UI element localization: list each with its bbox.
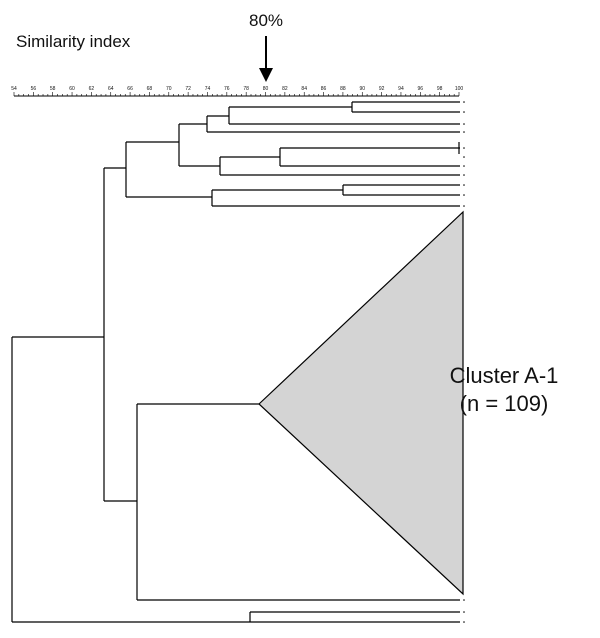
scale-tick-label: 60: [69, 86, 75, 92]
scale-tick-label: 82: [282, 86, 288, 92]
leaf-tip-dot: [463, 131, 465, 133]
scale-tick-label: 70: [166, 86, 172, 92]
scale-tick-label: 62: [89, 86, 95, 92]
cluster-count-label: (n = 109): [460, 391, 549, 416]
scale-tick-label: 58: [50, 86, 56, 92]
scale-tick-label: 94: [398, 86, 404, 92]
dendrogram-tree: [11, 101, 460, 623]
threshold-arrow: [259, 36, 273, 82]
leaf-tip-dot: [463, 101, 465, 103]
scale-tick-label: 74: [205, 86, 211, 92]
cluster-a1-triangle: [258, 210, 464, 596]
leaf-tip-dot: [463, 205, 465, 207]
scale-tick-label: 90: [359, 86, 365, 92]
leaf-tip-dot: [463, 156, 465, 158]
scale-tick-label: 98: [437, 86, 443, 92]
scale-tick-label: 64: [108, 86, 114, 92]
leaf-tips: [463, 101, 465, 623]
scale-tick-label: 92: [379, 86, 385, 92]
scale-tick-label: 54: [11, 86, 17, 92]
scale-tick-label: 66: [127, 86, 133, 92]
leaf-tip-dot: [463, 165, 465, 167]
scale-tick-label: 100: [455, 86, 464, 92]
leaf-tip-dot: [463, 147, 465, 149]
leaf-tip-dot: [463, 611, 465, 613]
cluster-name-label: Cluster A-1: [450, 363, 559, 388]
leaf-tip-dot: [463, 599, 465, 601]
scale-tick-label: 68: [147, 86, 153, 92]
scale-tick-label: 72: [185, 86, 191, 92]
leaf-tip-dot: [463, 194, 465, 196]
scale-tick-label: 56: [31, 86, 37, 92]
similarity-scale: 54 56 58 60 62 64 66 68 70 72 74 76 78 80 82 84 86 88 90 92…: [11, 86, 464, 97]
leaf-tip-dot: [463, 174, 465, 176]
leaf-tip-dot: [463, 184, 465, 186]
leaf-tip-dot: [463, 111, 465, 113]
scale-tick-label: 78: [243, 86, 249, 92]
threshold-label: 80%: [249, 11, 283, 30]
scale-tick-label: 88: [340, 86, 346, 92]
similarity-index-title: Similarity index: [16, 32, 131, 51]
scale-tick-label: 80: [263, 86, 269, 92]
scale-tick-label: 76: [224, 86, 230, 92]
scale-tick-label: 86: [321, 86, 327, 92]
leaf-tip-dot: [463, 123, 465, 125]
scale-tick-label: 84: [301, 86, 307, 92]
leaf-tip-dot: [463, 621, 465, 623]
scale-tick-label: 96: [418, 86, 424, 92]
